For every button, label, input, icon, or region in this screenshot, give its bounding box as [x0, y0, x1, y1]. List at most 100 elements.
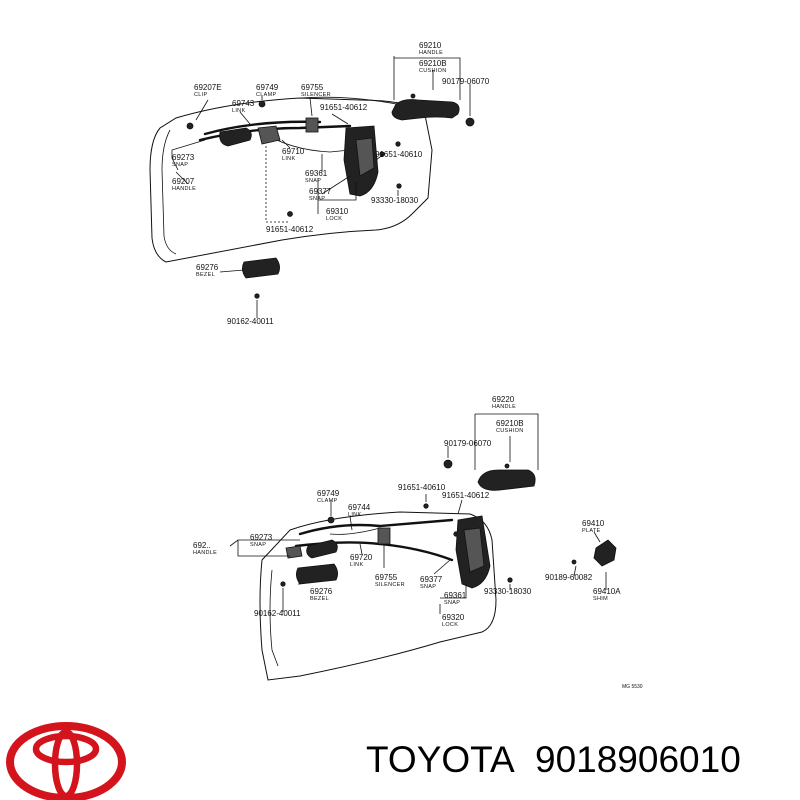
callout-part-number: 69210: [419, 41, 442, 50]
callout-part-number: 90162-40011: [254, 609, 301, 618]
callout-part-number: 90179-06070: [442, 77, 490, 86]
lower-callout-l3: 90179-06070: [444, 439, 492, 448]
callout-part-name: SNAP: [444, 600, 460, 606]
callout-part-name: LOCK: [442, 622, 458, 628]
callout-part-number: 93330-18030: [371, 196, 419, 205]
callout-part-name: SNAP: [305, 178, 321, 184]
callout-part-name: LOCK: [326, 216, 342, 222]
part-number: 9018906010: [535, 739, 741, 780]
callout-part-name: BEZEL: [196, 272, 215, 278]
lower-door-diagram: [229, 413, 617, 681]
callout-part-name: SNAP: [309, 196, 325, 202]
lower-callout-l16: 93330-18030: [484, 587, 532, 596]
callout-part-number: 69377: [309, 187, 332, 196]
callout-part-number: 90179-06070: [444, 439, 492, 448]
upper-callout-u3: 90179-06070: [442, 77, 490, 86]
callout-part-name: PLATE: [582, 528, 601, 534]
callout-part-name: CLAMP: [256, 92, 276, 98]
callout-part-number: 69273: [250, 533, 273, 542]
lower-callout-l4: 91651-40610: [398, 483, 446, 492]
callout-part-number: 69276: [310, 587, 333, 596]
callout-part-number: 91651-40610: [375, 150, 423, 159]
callout-part-name: HANDLE: [172, 186, 196, 192]
callout-part-number: 91651-40610: [398, 483, 446, 492]
callout-part-number: 69276: [196, 263, 219, 272]
callout-part-name: SILENCER: [301, 92, 331, 98]
upper-callout-u19: 90162-40011: [227, 317, 274, 326]
callout-labels: 69210HANDLE69210BCUSHION90179-0607069207…: [172, 41, 621, 628]
callout-part-name: SNAP: [250, 542, 266, 548]
callout-part-number: 69749: [317, 489, 340, 498]
callout-part-name: CLAMP: [317, 498, 337, 504]
callout-part-number: 69410: [582, 519, 605, 528]
callout-part-number: 692..: [193, 541, 211, 550]
lower-callout-l13: 90189-60082: [545, 573, 593, 582]
upper-callout-u15: 93330-18030: [371, 196, 419, 205]
callout-part-name: BEZEL: [310, 596, 329, 602]
upper-callout-u17: 91651-40612: [266, 225, 314, 234]
lower-callout-l5: 91651-40612: [442, 491, 490, 500]
callout-part-name: LINK: [348, 512, 361, 518]
callout-part-number: 91651-40612: [442, 491, 490, 500]
callout-part-name: HANDLE: [419, 50, 443, 56]
callout-part-number: 69749: [256, 83, 279, 92]
lower-callout-l10: 692..HANDLE: [193, 541, 217, 556]
callout-part-name: CUSHION: [496, 428, 523, 434]
callout-part-name: CUSHION: [419, 68, 446, 74]
callout-part-number: 69361: [305, 169, 328, 178]
callout-part-number: 90162-40011: [227, 317, 274, 326]
callout-part-name: SILENCER: [375, 582, 405, 588]
callout-part-number: 69210B: [419, 59, 447, 68]
callout-part-name: SNAP: [420, 584, 436, 590]
upper-callout-u8: 91651-40612: [320, 103, 368, 112]
upper-callout-u9: 91651-40610: [375, 150, 423, 159]
callout-part-name: LINK: [350, 562, 363, 568]
callout-part-number: 69377: [420, 575, 443, 584]
toyota-emblem-icon: [6, 722, 126, 800]
brand-name: TOYOTA: [366, 739, 515, 780]
callout-part-number: 91651-40612: [320, 103, 368, 112]
callout-part-number: 69210B: [496, 419, 524, 428]
callout-part-name: SHIM: [593, 596, 608, 602]
callout-part-number: 69320: [442, 613, 465, 622]
callout-part-number: 69720: [350, 553, 373, 562]
callout-part-number: 69273: [172, 153, 195, 162]
callout-part-number: 91651-40612: [266, 225, 314, 234]
callout-part-number: 69755: [375, 573, 398, 582]
callout-part-number: 93330-18030: [484, 587, 532, 596]
callout-part-name: SNAP: [172, 162, 188, 168]
lower-callout-l19: 90162-40011: [254, 609, 301, 618]
brand-line: TOYOTA 9018906010: [366, 738, 741, 782]
callout-part-number: 69710: [282, 147, 305, 156]
callout-part-number: 90189-60082: [545, 573, 593, 582]
callout-part-number: 69743: [232, 99, 255, 108]
callout-part-number: 69310: [326, 207, 349, 216]
callout-part-number: 69744: [348, 503, 371, 512]
callout-part-name: LINK: [282, 156, 295, 162]
callout-part-number: 69207: [172, 177, 195, 186]
